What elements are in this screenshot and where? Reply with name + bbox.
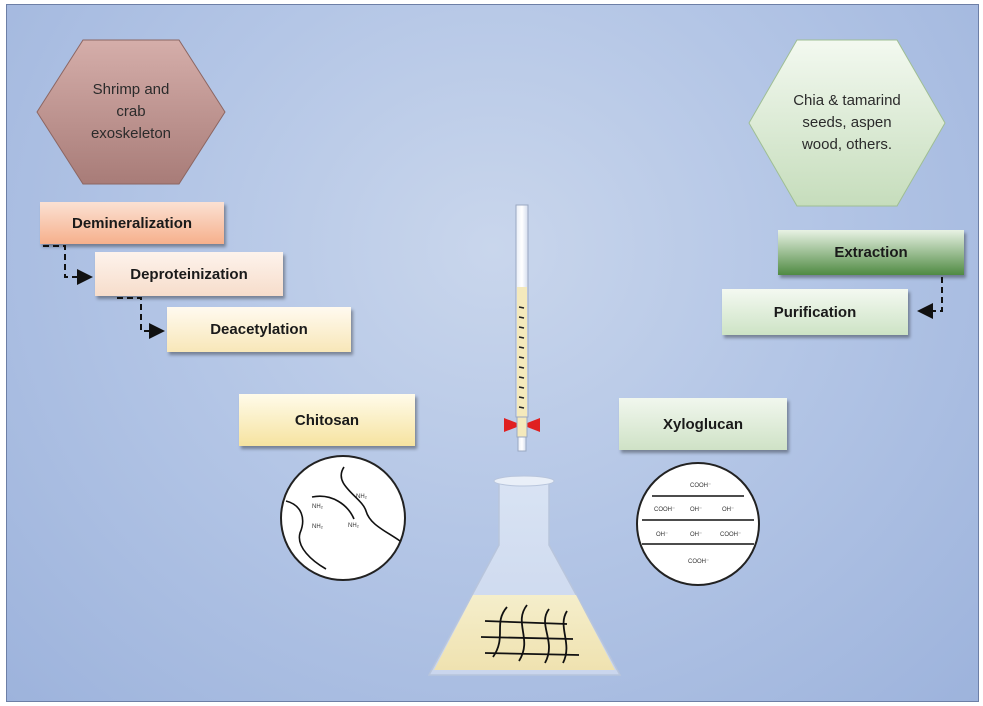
xyloglucan-chains — [642, 495, 754, 545]
xyloglucan-label-box: Xyloglucan — [619, 398, 787, 450]
chitosan-group-3: NH₂ — [312, 524, 323, 530]
hexagon-shape — [36, 39, 226, 185]
xyloglucan-group-8: COOH⁻ — [688, 559, 710, 565]
xyloglucan-structure-circle: COOH⁻ COOH⁻ OH⁻ OH⁻ OH⁻ OH⁻ COOH⁻ COOH⁻ — [636, 462, 760, 586]
left-source-label: Shrimp and crab exoskeleton — [90, 81, 172, 142]
chitosan-label-box: Chitosan — [239, 394, 415, 446]
demineralization-to-deproteinization-arrow — [43, 245, 93, 285]
diagram-graphics — [43, 204, 943, 676]
deproteinization-box: Deproteinization — [95, 252, 283, 296]
burette — [504, 204, 540, 452]
polymer-network — [480, 604, 580, 664]
demineralization-box: Demineralization — [40, 202, 224, 244]
xyloglucan-group-5: OH⁻ — [656, 532, 669, 538]
shrimp-crab-source-hexagon: Shrimp and crab exoskeleton — [35, 38, 227, 186]
xyloglucan-group-3: OH⁻ — [690, 507, 703, 513]
chitosan-chains — [285, 466, 401, 570]
stopcock-icon — [504, 416, 540, 438]
deproteinization-to-deacetylation-arrow — [117, 297, 165, 339]
xyloglucan-group-6: OH⁻ — [690, 532, 703, 538]
extraction-box: Extraction — [778, 230, 964, 275]
plant-source-hexagon: Chia & tamarind seeds, aspen wood, other… — [747, 38, 947, 208]
chitosan-group-1: NH₂ — [356, 494, 367, 500]
xyloglucan-group-7: COOH⁻ — [720, 532, 742, 538]
hexagon-shape — [748, 39, 946, 207]
extraction-to-purification-arrow — [917, 277, 943, 319]
chitosan-group-4: NH₂ — [348, 523, 359, 529]
xyloglucan-group-2: COOH⁻ — [654, 507, 676, 513]
erlenmeyer-flask — [427, 475, 622, 676]
xyloglucan-group-1: COOH⁻ — [690, 483, 712, 489]
diagram-canvas: Shrimp and crab exoskeleton Chia & tamar… — [6, 4, 979, 702]
chitosan-structure-circle: NH₂ NH₂ NH₂ NH₂ — [280, 455, 406, 581]
purification-box: Purification — [722, 289, 908, 335]
xyloglucan-group-4: OH⁻ — [722, 507, 735, 513]
right-source-label: Chia & tamarind seeds, aspen wood, other… — [793, 92, 901, 153]
chitosan-group-2: NH₂ — [312, 504, 323, 510]
deacetylation-box: Deacetylation — [167, 307, 351, 352]
